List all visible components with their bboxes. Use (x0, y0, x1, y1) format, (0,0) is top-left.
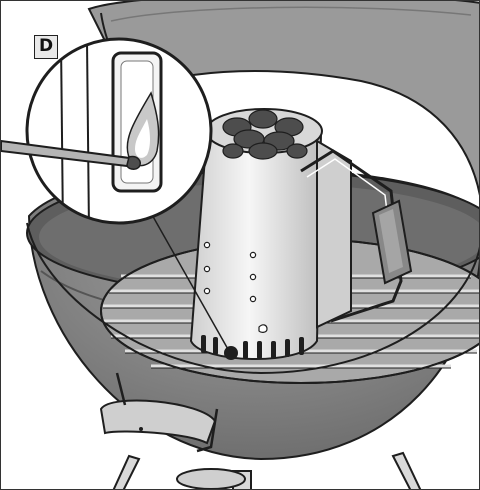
bowl-handle (99, 372, 219, 453)
match-stick-icon (1, 139, 141, 170)
chimney-starter (189, 108, 413, 361)
charcoal-briquettes-icon (222, 109, 308, 160)
bowl-rim (26, 222, 479, 375)
ignition-point-marker (150, 212, 238, 360)
step-label: D (34, 35, 58, 59)
grill-legs (112, 451, 422, 489)
detail-magnifier (25, 37, 213, 225)
